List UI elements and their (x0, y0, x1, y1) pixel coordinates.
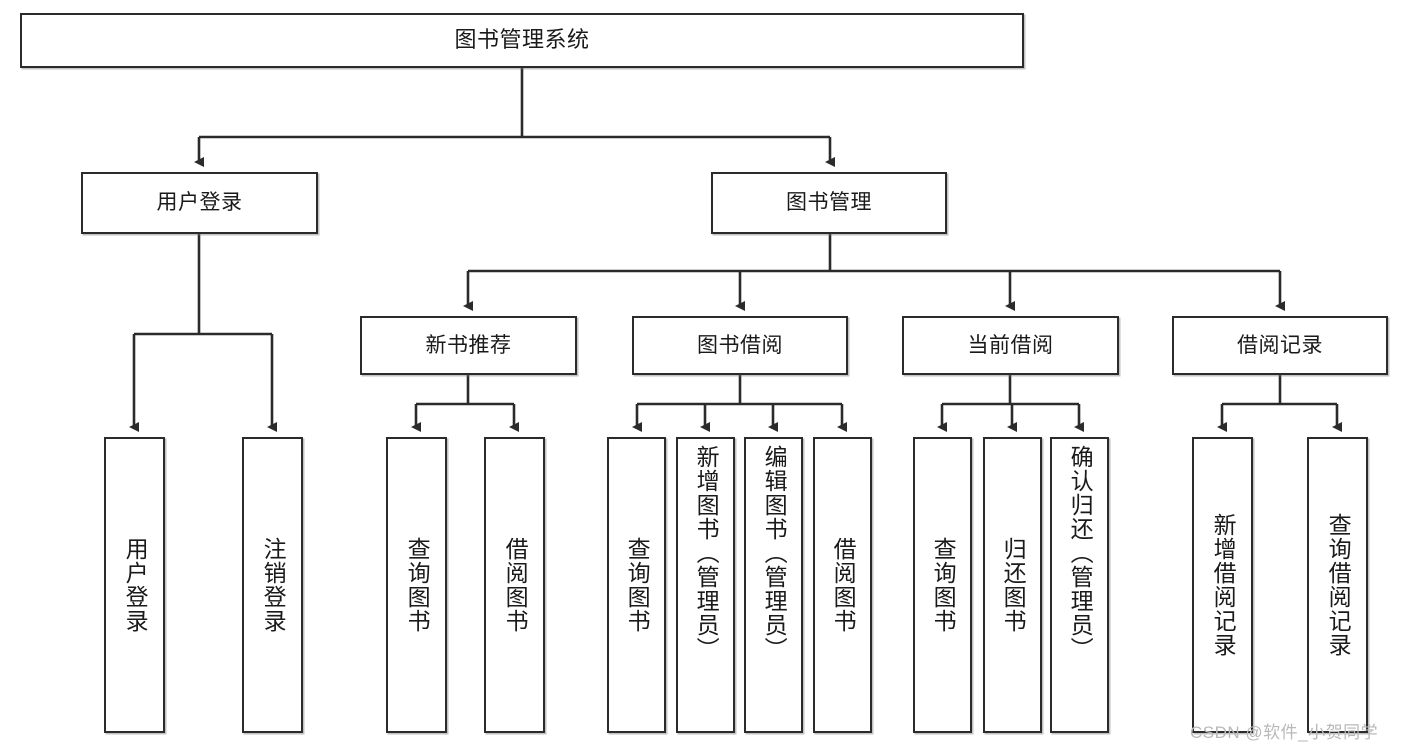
edge-root-to-level2 (194, 68, 835, 167)
node-label: 归还图书 (1000, 537, 1027, 633)
node-label: 新书推荐 (425, 333, 512, 357)
csdn-watermark: CSDN @软件_小贺同学 (1190, 723, 1379, 742)
node-leaf-add-book-admin[interactable]: 新增图书（管理员） (676, 437, 735, 733)
node-leaf-confirm-return-admin[interactable]: 确认归还（管理员） (1050, 437, 1109, 733)
node-book-borrow[interactable]: 图书借阅 (632, 316, 848, 375)
node-label: 当前借阅 (967, 333, 1054, 357)
node-user-login[interactable]: 用户登录 (81, 172, 318, 234)
node-label: 查询图书 (404, 537, 431, 633)
node-label: 图书借阅 (697, 333, 783, 357)
node-leaf-return-book[interactable]: 归还图书 (983, 437, 1042, 733)
node-leaf-query-borrow-record[interactable]: 查询借阅记录 (1307, 437, 1368, 733)
node-book-management[interactable]: 图书管理 (711, 172, 947, 234)
node-current-borrow[interactable]: 当前借阅 (902, 316, 1119, 375)
node-label: 图书管理系统 (454, 27, 590, 53)
node-label: 借阅图书 (502, 537, 529, 633)
edge-currentborrow-to-leaves (937, 375, 1084, 432)
node-leaf-query-book-current[interactable]: 查询图书 (913, 437, 972, 733)
node-label: 确认归还（管理员） (1067, 445, 1094, 661)
edge-bookborrow-to-leaves (632, 375, 847, 432)
edge-bookmgmt-to-level3 (463, 234, 1285, 311)
node-root-system[interactable]: 图书管理系统 (20, 13, 1024, 68)
node-leaf-logout[interactable]: 注销登录 (242, 437, 303, 733)
node-label: 借阅记录 (1237, 333, 1323, 357)
node-leaf-borrow-book-recommend[interactable]: 借阅图书 (484, 437, 545, 733)
node-label: 图书管理 (786, 191, 872, 215)
edge-newbook-to-leaves (411, 375, 519, 432)
node-borrow-record[interactable]: 借阅记录 (1172, 316, 1388, 375)
node-label: 查询图书 (930, 537, 957, 633)
node-new-book-recommend[interactable]: 新书推荐 (360, 316, 577, 375)
node-label: 查询图书 (624, 537, 651, 633)
node-label: 新增借阅记录 (1210, 513, 1237, 657)
edge-borrowrecord-to-leaves (1217, 375, 1342, 432)
node-leaf-query-book-recommend[interactable]: 查询图书 (386, 437, 447, 733)
node-label: 用户登录 (156, 191, 243, 215)
node-label: 新增图书（管理员） (693, 445, 720, 661)
node-label: 编辑图书（管理员） (761, 445, 788, 661)
node-leaf-user-login[interactable]: 用户登录 (104, 437, 165, 733)
node-label: 用户登录 (122, 537, 149, 633)
node-leaf-edit-book-admin[interactable]: 编辑图书（管理员） (744, 437, 803, 733)
node-label: 查询借阅记录 (1325, 513, 1352, 657)
node-leaf-borrow-book[interactable]: 借阅图书 (813, 437, 872, 733)
node-leaf-add-borrow-record[interactable]: 新增借阅记录 (1192, 437, 1253, 733)
node-leaf-query-book-borrow[interactable]: 查询图书 (607, 437, 666, 733)
node-label: 借阅图书 (830, 537, 857, 633)
edge-userlogin-to-leaves (129, 234, 277, 432)
node-label: 注销登录 (260, 537, 287, 633)
